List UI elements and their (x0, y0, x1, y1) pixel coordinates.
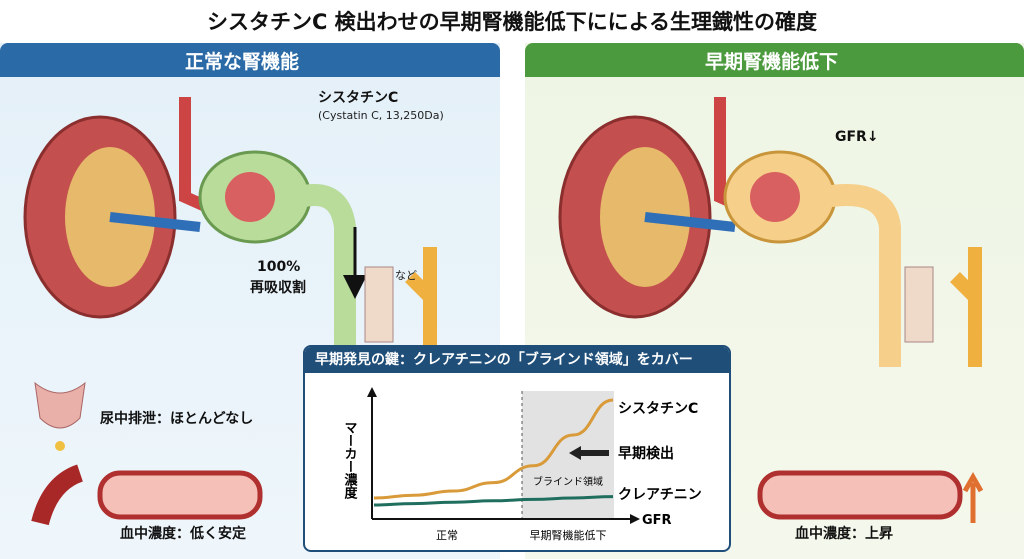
series-line-creatinine (373, 495, 614, 507)
blind-region-label: ブラインド領域 (533, 475, 603, 488)
blood-vessel-high (757, 470, 984, 523)
x-region-normal: 正常 (436, 529, 458, 542)
x-axis-label: GFR (642, 513, 672, 528)
series-line-cystatin (373, 398, 614, 500)
early-detection-label: 早期検出 (618, 445, 674, 462)
x-region-early: 早期腎機能低下 (530, 528, 607, 542)
cystatin-label: シスタチンC (318, 90, 399, 106)
panel-header: 早期腎機能低下 (525, 43, 1024, 77)
cystatin-sub-label: (Cystatin C, 13,250Da) (318, 109, 444, 122)
etc-label: など (395, 269, 417, 282)
series-label-creatinine: クレアチニン (618, 487, 702, 503)
blood-vessel-low (31, 464, 263, 526)
page-title: シスタチンC 検出わせの早期腎機能低下にによる生理鐡性の確度 (206, 10, 818, 34)
chart-plot: マーカー濃度 GFR 正常 早期腎機能低下 ブラインド領域 早期検出 シスタチン… (342, 387, 702, 542)
panel-header: 正常な腎機能 (0, 43, 500, 77)
reabsorb-label: 再吸収割 (250, 280, 306, 296)
normal-kidney-panel: 正常な腎機能 シスタチンC (Cystatin C, 13,250Da) 100… (0, 43, 500, 559)
urine-excretion-label: 尿中排泄：ほとんどなし (100, 411, 254, 427)
blood-level-high-label: 血中濃度：上昇 (795, 526, 893, 542)
comparison-chart: 早期発見の鍵：クレアチニンの「ブラインド領域」をカバー マーカー濃度 GFR 正… (303, 345, 731, 552)
normal-kidney-illustration (23, 97, 437, 367)
reabsorb-percent: 100% (257, 259, 301, 275)
bladder-icon (34, 381, 86, 451)
declined-kidney-illustration (558, 97, 982, 367)
gfr-decrease-label: GFR↓ (835, 129, 879, 145)
blood-level-low-label: 血中濃度：低く安定 (120, 526, 246, 542)
y-axis-label: マーカー濃度 (342, 421, 358, 500)
chart-title: 早期発見の鍵：クレアチニンの「ブラインド領域」をカバー (305, 347, 729, 373)
series-label-cystatin: シスタチンC (618, 401, 698, 417)
